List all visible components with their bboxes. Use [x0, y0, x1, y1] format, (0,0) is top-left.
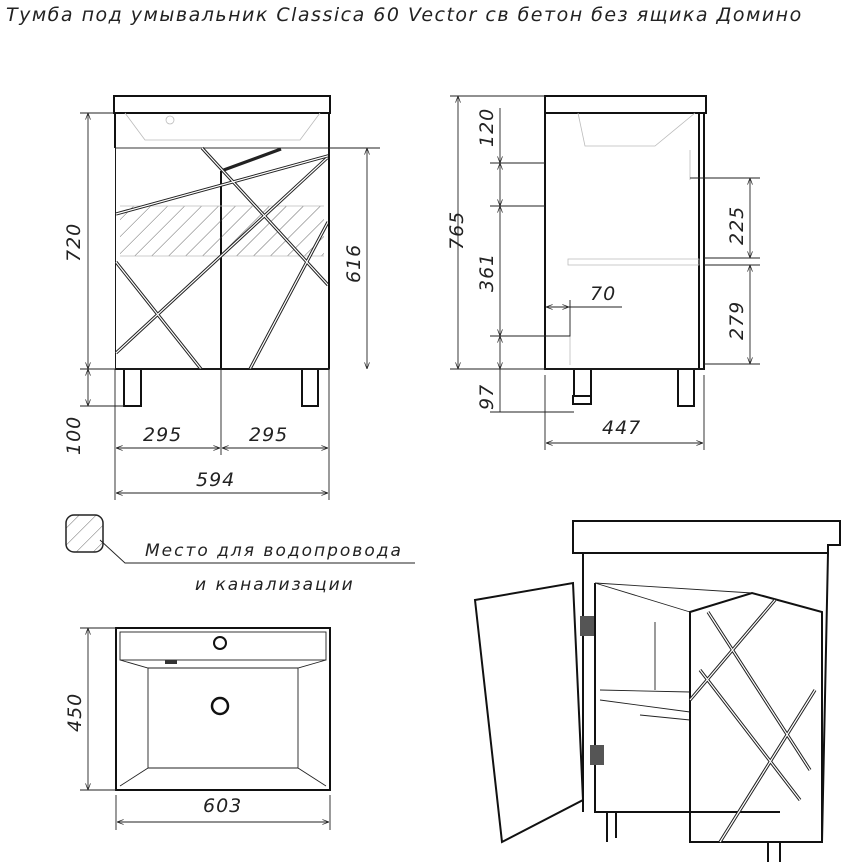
legend-line-1: Место для водопровода [145, 541, 403, 561]
dim-765: 765 [446, 211, 468, 250]
leg [123, 368, 142, 407]
leg [301, 368, 319, 407]
hatch-swatch-icon [65, 514, 104, 553]
dim-720: 720 [63, 223, 85, 262]
dim-70: 70 [590, 283, 616, 305]
hinge-icon [580, 616, 594, 636]
open-left-door [473, 581, 585, 844]
side-view: 765 120 361 97 225 279 70 447 [446, 95, 760, 450]
dim-594: 594 [196, 469, 235, 491]
legend-line-2: и канализации [195, 575, 355, 595]
dim-295-right: 295 [249, 424, 288, 446]
dim-100: 100 [63, 416, 85, 455]
dim-120: 120 [476, 108, 498, 147]
front-view: 720 100 616 295 295 594 [63, 95, 380, 500]
door-vector-pattern [114, 146, 354, 370]
faucet-hole-icon [213, 636, 227, 650]
dim-225: 225 [726, 206, 748, 245]
legend-plumbing-zone: Место для водопровода и канализации [65, 514, 415, 595]
isometric-view [473, 520, 841, 862]
right-door [689, 591, 823, 843]
plumbing-zone-hatch [120, 206, 324, 256]
dim-97: 97 [476, 384, 498, 410]
drawing-title: Тумба под умывальник Classica 60 Vector … [6, 4, 803, 26]
dim-450: 450 [64, 693, 86, 732]
dim-603: 603 [203, 795, 242, 817]
drain-hole-icon [210, 696, 230, 716]
dim-279: 279 [726, 301, 748, 340]
dim-447: 447 [602, 417, 641, 439]
dim-295-left: 295 [143, 424, 182, 446]
dim-361: 361 [476, 253, 498, 292]
top-view: 450 603 [64, 627, 331, 830]
hinge-icon [590, 745, 604, 765]
dim-616: 616 [343, 244, 365, 283]
